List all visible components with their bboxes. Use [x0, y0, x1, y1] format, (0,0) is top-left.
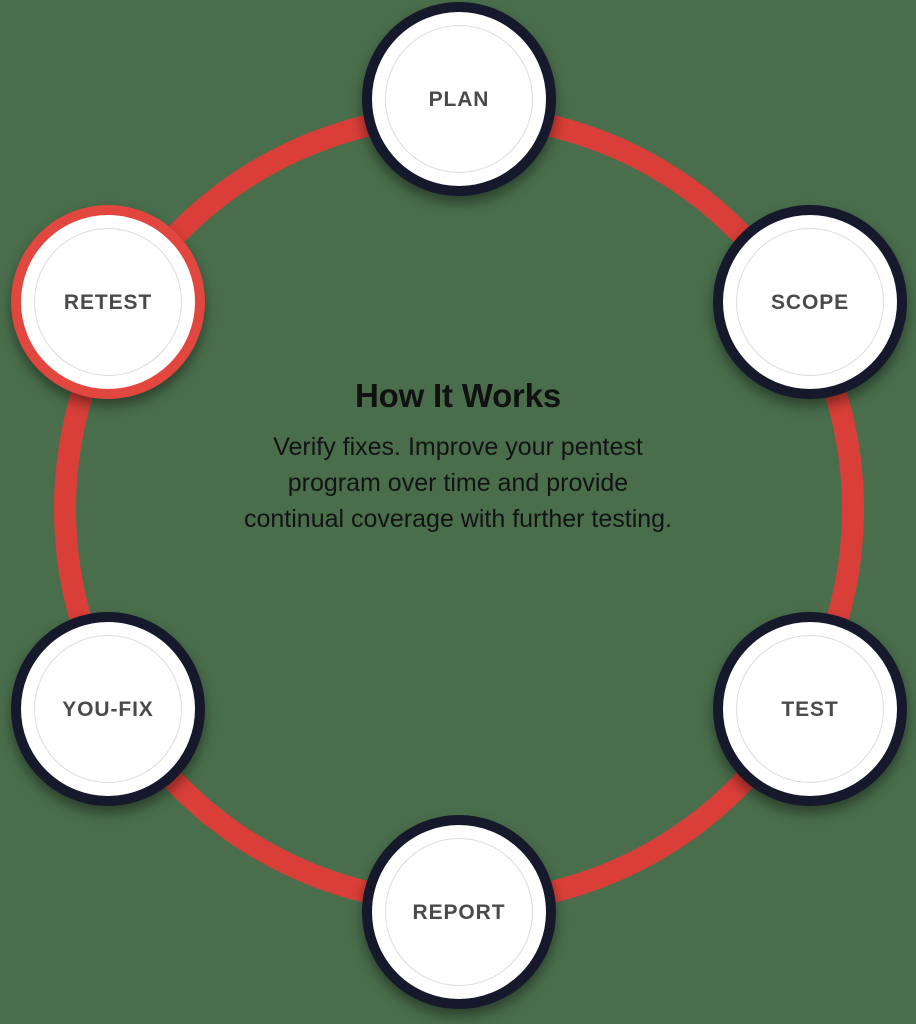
step-node-scope[interactable]: SCOPE [713, 205, 907, 399]
step-label-retest: RETEST [63, 290, 153, 314]
step-node-you-fix[interactable]: YOU-FIX [11, 612, 205, 806]
connector-circle [54, 104, 864, 914]
step-label-scope: SCOPE [770, 290, 850, 314]
step-label-test: TEST [781, 697, 839, 721]
step-node-plan[interactable]: PLAN [362, 2, 556, 196]
step-node-retest[interactable]: RETEST [11, 205, 205, 399]
step-label-report: REPORT [412, 900, 506, 924]
step-node-report[interactable]: REPORT [362, 815, 556, 1009]
step-label-you-fix: YOU-FIX [62, 697, 154, 721]
step-node-test[interactable]: TEST [713, 612, 907, 806]
step-label-plan: PLAN [428, 87, 490, 111]
